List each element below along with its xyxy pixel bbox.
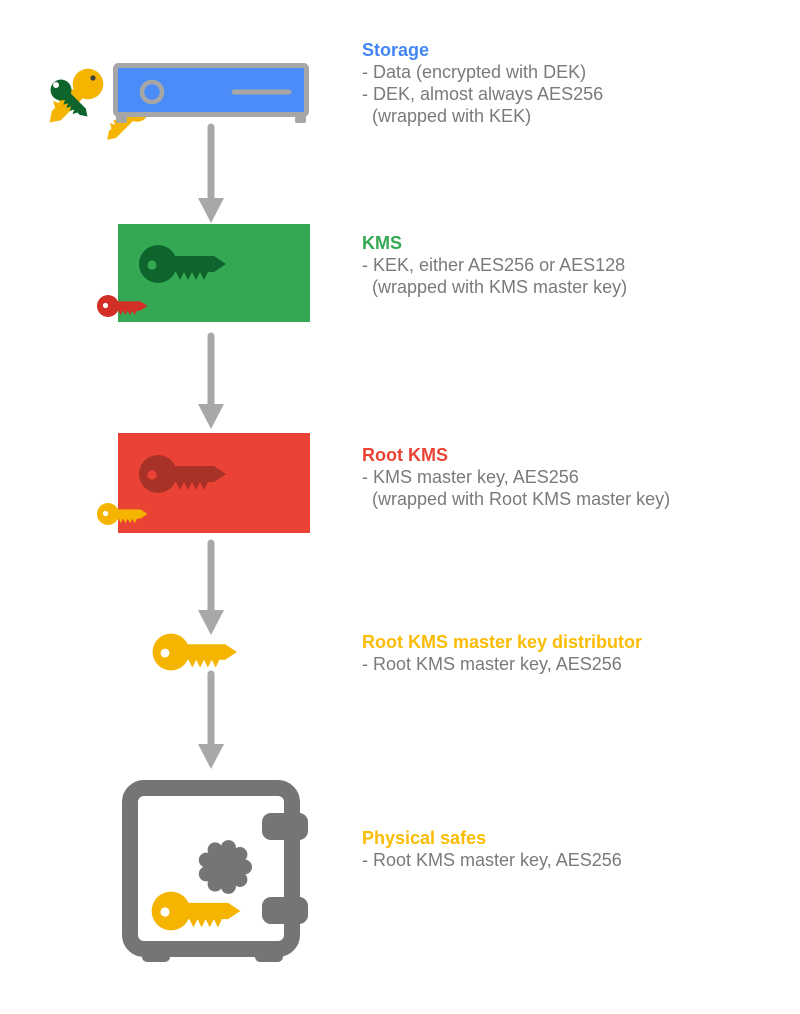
- arrow-down-icon: [198, 670, 224, 769]
- green-key-hole: [53, 82, 59, 88]
- small-yellow-key-hole: [102, 510, 109, 517]
- distributor-key-icon: [152, 633, 237, 671]
- kms-line: (wrapped with KMS master key): [362, 277, 628, 297]
- distributor-key-hole: [160, 648, 170, 658]
- storage-line: - DEK, almost always AES256: [362, 84, 604, 104]
- storage-line: - Data (encrypted with DEK): [362, 62, 587, 82]
- safe-dial: [198, 840, 252, 894]
- safe-body: [122, 780, 300, 957]
- storage-line: (wrapped with KEK): [362, 106, 532, 126]
- storage-title: Storage: [362, 40, 430, 60]
- arrow-head: [198, 744, 224, 769]
- storage-label-block: Storage - Data (encrypted with DEK) - DE…: [362, 39, 603, 127]
- root-kms-title: Root KMS: [362, 445, 448, 465]
- kms-box-icon: [96, 224, 310, 322]
- distributor-title: Root KMS master key distributor: [362, 632, 643, 652]
- kms-title: KMS: [362, 233, 402, 253]
- kms-master-key-hole: [147, 470, 157, 480]
- physical-safes-label-block: Physical safes - Root KMS master key, AE…: [362, 827, 622, 871]
- arrow-down-icon: [198, 123, 224, 223]
- storage-device-icon: [113, 63, 309, 123]
- arrow-down-icon: [198, 539, 224, 635]
- small-red-key-hole: [102, 302, 109, 309]
- device-body: [115, 65, 307, 115]
- arrow-head: [198, 610, 224, 635]
- physical-safes-line: - Root KMS master key, AES256: [362, 850, 622, 870]
- root-kms-box-icon: [96, 433, 310, 533]
- arrow-head: [198, 404, 224, 429]
- kek-key-hole: [147, 260, 157, 270]
- root-kms-line: (wrapped with Root KMS master key): [362, 489, 671, 509]
- safe-key-hole: [160, 907, 170, 917]
- device-border: [113, 63, 309, 117]
- arrow-head: [198, 198, 224, 223]
- safe-hinge: [262, 897, 308, 924]
- safe-icon: [122, 780, 308, 962]
- arrow-down-icon: [198, 332, 224, 429]
- physical-safes-title: Physical safes: [362, 828, 487, 848]
- kms-label-block: KMS - KEK, either AES256 or AES128 (wrap…: [362, 232, 627, 298]
- distributor-line: - Root KMS master key, AES256: [362, 654, 622, 674]
- device-ring: [139, 79, 165, 105]
- yellow-key-hole: [90, 75, 96, 81]
- safe-hinge: [262, 813, 308, 840]
- distributor-label-block: Root KMS master key distributor - Root K…: [362, 631, 642, 675]
- root-kms-line: - KMS master key, AES256: [362, 467, 579, 487]
- kms-line: - KEK, either AES256 or AES128: [362, 255, 626, 275]
- root-kms-label-block: Root KMS - KMS master key, AES256 (wrapp…: [362, 444, 670, 510]
- yellow-key-head: [72, 68, 104, 100]
